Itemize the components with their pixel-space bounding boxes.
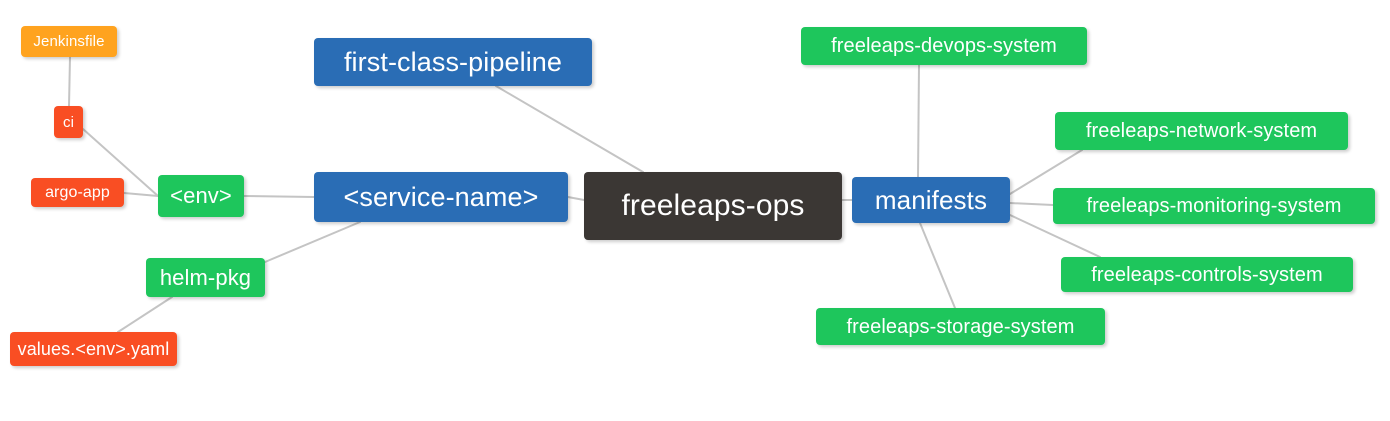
edge-service-name-to-helm-pkg [264,221,361,263]
mindmap-node-label: Jenkinsfile [33,33,105,50]
edge-service-name-to-root [567,196,585,201]
mindmap-node-label: <env> [170,183,232,208]
mindmap-node-pipeline[interactable]: first-class-pipeline [314,38,592,86]
mindmap-node-values-yaml[interactable]: values.<env>.yaml [10,332,177,366]
mindmap-node-label: <service-name> [343,181,539,212]
mindmap-node-network[interactable]: freeleaps-network-system [1055,112,1348,150]
edge-argo-app-to-env [123,192,159,197]
mindmap-node-ci[interactable]: ci [54,106,83,138]
edge-manifests-to-devops [917,64,920,178]
mindmap-node-jenkinsfile[interactable]: Jenkinsfile [21,26,117,57]
edge-manifests-to-monitoring [1009,202,1054,206]
edge-pipeline-to-root [495,85,644,173]
mindmap-node-label: freeleaps-devops-system [831,35,1057,57]
mindmap-node-service-name[interactable]: <service-name> [314,172,568,222]
edge-jenkinsfile-to-ci [68,56,71,107]
mindmap-node-controls[interactable]: freeleaps-controls-system [1061,257,1353,292]
mindmap-node-storage[interactable]: freeleaps-storage-system [816,308,1105,345]
mindmap-node-devops[interactable]: freeleaps-devops-system [801,27,1087,65]
mindmap-node-label: freeleaps-network-system [1085,120,1318,142]
mindmap-node-label: freeleaps-ops [621,189,805,222]
mindmap-node-label: ci [62,113,75,131]
mindmap-node-label: freeleaps-controls-system [1091,263,1323,286]
mindmap-node-label: helm-pkg [159,264,252,290]
mindmap-node-label: freeleaps-monitoring-system [1086,195,1342,217]
edge-env-to-service-name [243,195,315,198]
edge-helm-pkg-to-values-yaml [117,296,173,333]
mindmap-node-env[interactable]: <env> [158,175,244,217]
mindmap-node-label: values.<env>.yaml [17,339,170,359]
mindmap-node-label: manifests [874,185,988,215]
edge-manifests-to-storage [919,222,956,309]
mindmap-node-argo-app[interactable]: argo-app [31,178,124,207]
mindmap-node-manifests[interactable]: manifests [852,177,1010,223]
mindmap-node-root[interactable]: freeleaps-ops [584,172,842,240]
mindmap-node-monitoring[interactable]: freeleaps-monitoring-system [1053,188,1375,224]
mindmap-node-label: argo-app [45,183,110,201]
mindmap-node-label: freeleaps-storage-system [846,315,1075,338]
mindmap-node-label: first-class-pipeline [343,46,563,77]
mindmap-node-helm-pkg[interactable]: helm-pkg [146,258,265,297]
